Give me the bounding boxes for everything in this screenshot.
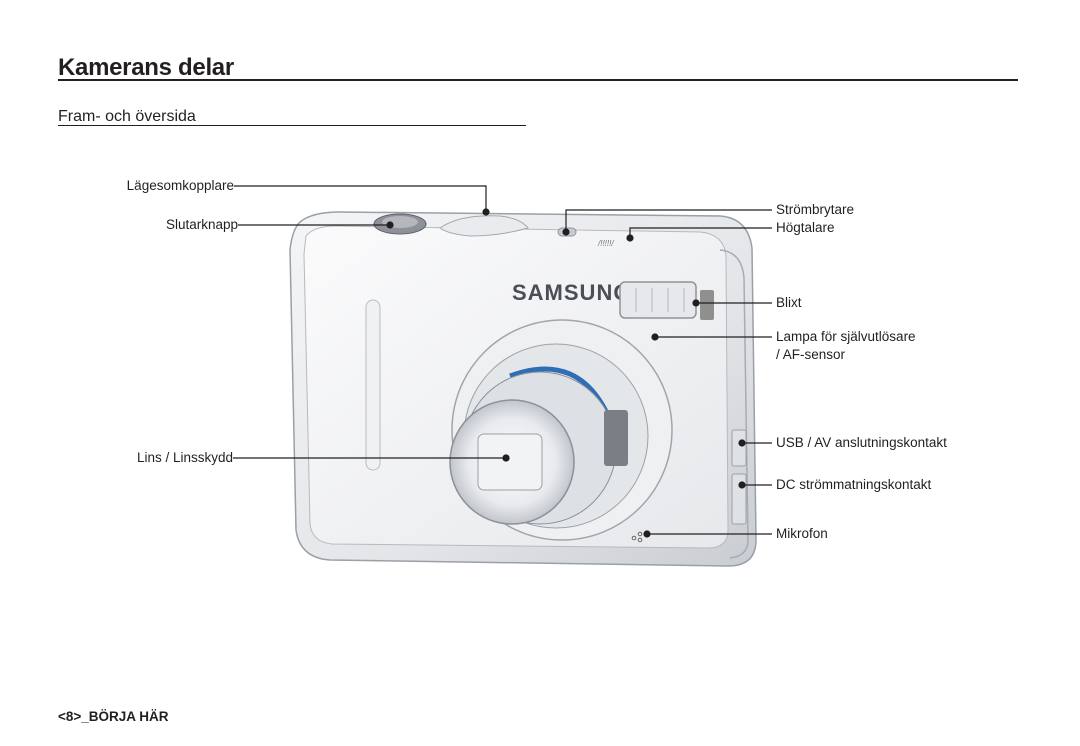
label-mode-switch: Lägesomkopplare	[126, 178, 234, 193]
label-flash: Blixt	[776, 295, 802, 310]
label-af-sensor: / AF-sensor	[776, 347, 846, 362]
section-subtitle: Fram- och översida	[58, 108, 196, 125]
label-lens: Lins / Linsskydd	[136, 450, 233, 465]
label-microphone: Mikrofon	[776, 526, 828, 541]
label-dc-port: DC strömmatningskontakt	[776, 477, 932, 492]
title-underline	[58, 79, 1018, 81]
dc-port	[731, 473, 747, 525]
label-shutter: Slutarknapp	[165, 217, 238, 232]
callout-lines	[233, 185, 772, 538]
subtitle-underline	[58, 125, 526, 126]
label-power: Strömbrytare	[776, 202, 855, 217]
brand-logo: SAMSUNG	[512, 280, 631, 305]
flash-window	[619, 281, 697, 319]
page-footer: <8>_BÖRJA HÄR	[58, 709, 169, 724]
page-title: Kamerans delar	[58, 54, 234, 81]
grip-strip	[365, 299, 381, 471]
svg-text:/!!!!!/: /!!!!!/	[597, 239, 614, 248]
label-self-timer-lamp: Lampa för självutlösare	[776, 329, 916, 344]
label-speaker: Högtalare	[776, 220, 835, 235]
usb-port	[731, 429, 747, 467]
label-usb-port: USB / AV anslutningskontakt	[776, 435, 947, 450]
lens-assembly	[449, 319, 673, 541]
